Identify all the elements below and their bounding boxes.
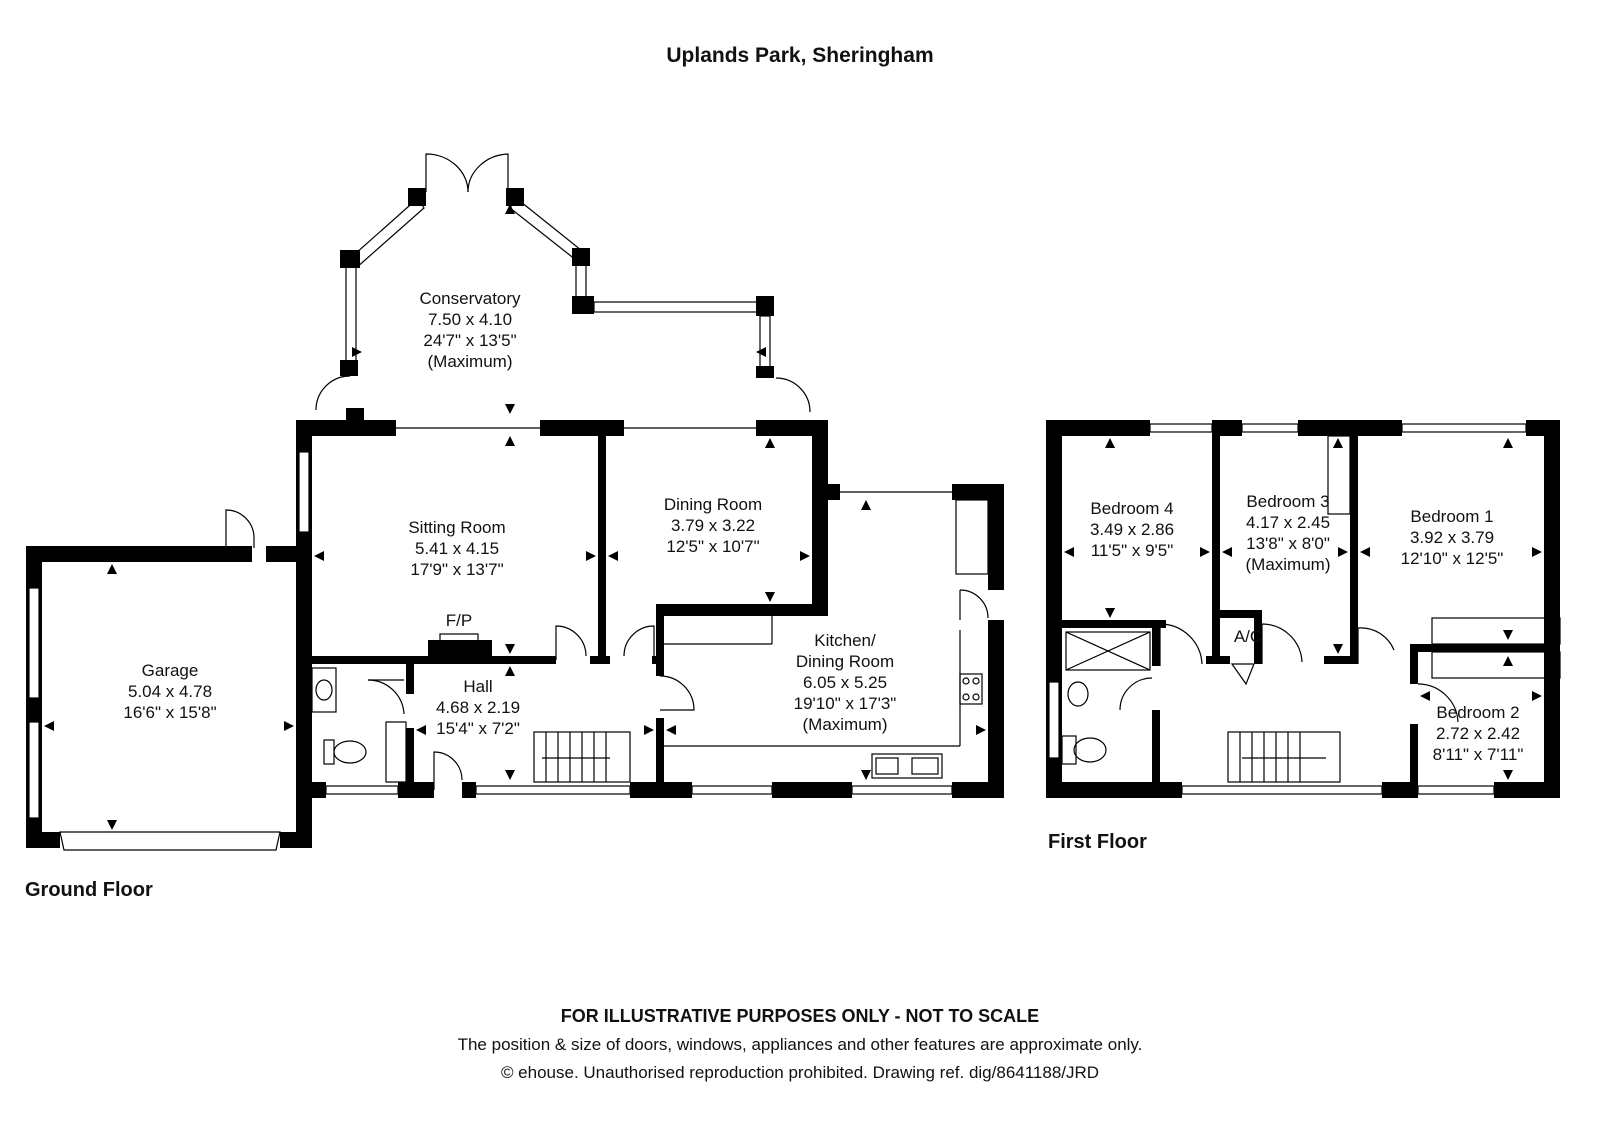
conservatory-walls (315, 153, 811, 422)
garage-imperial: 16'6" x 15'8" (123, 703, 216, 722)
ground-floor: Conservatory 7.50 x 4.10 24'7" x 13'5" (… (25, 153, 1004, 901)
dining-room-name: Dining Room (664, 495, 762, 514)
bedroom2-metric: 2.72 x 2.42 (1436, 724, 1520, 743)
first-floor-walls (1046, 420, 1561, 798)
ground-internal-walls (311, 436, 989, 798)
bedroom1-name: Bedroom 1 (1410, 507, 1493, 526)
sitting-room-metric: 5.41 x 4.15 (415, 539, 499, 558)
bedroom4-name: Bedroom 4 (1090, 499, 1173, 518)
bedroom2-imperial: 8'11" x 7'11" (1433, 745, 1524, 764)
hall-metric: 4.68 x 2.19 (436, 698, 520, 717)
bedroom3-metric: 4.17 x 2.45 (1246, 513, 1330, 532)
bedroom3-imperial: 13'8" x 8'0" (1246, 534, 1330, 553)
bedroom1-metric: 3.92 x 3.79 (1410, 528, 1494, 547)
bedroom3-note: (Maximum) (1246, 555, 1331, 574)
airing-cupboard-label: A/C (1234, 627, 1262, 646)
garage-name: Garage (142, 661, 199, 680)
bedroom1-imperial: 12'10" x 12'5" (1401, 549, 1504, 568)
kitchen-name-line1: Kitchen/ (814, 631, 876, 650)
ground-house-walls (296, 420, 1004, 820)
garage-walls (26, 509, 312, 851)
conservatory-imperial: 24'7" x 13'5" (423, 331, 516, 350)
conservatory-note: (Maximum) (428, 352, 513, 371)
disclaimer-heading: FOR ILLUSTRATIVE PURPOSES ONLY - NOT TO … (561, 1006, 1039, 1026)
fireplace-label: F/P (446, 611, 472, 630)
first-floor-label: First Floor (1048, 831, 1147, 853)
bedroom3-name: Bedroom 3 (1246, 492, 1329, 511)
hall-imperial: 15'4" x 7'2" (436, 719, 520, 738)
sitting-room-name: Sitting Room (408, 518, 505, 537)
dining-room-metric: 3.79 x 3.22 (671, 516, 755, 535)
kitchen-metric: 6.05 x 5.25 (803, 673, 887, 692)
kitchen-name-line2: Dining Room (796, 652, 894, 671)
bedroom2-name: Bedroom 2 (1436, 703, 1519, 722)
garage-metric: 5.04 x 4.78 (128, 682, 212, 701)
bedroom4-metric: 3.49 x 2.86 (1090, 520, 1174, 539)
plan-title: Uplands Park, Sheringham (666, 44, 933, 67)
conservatory-name: Conservatory (419, 289, 521, 308)
footer: FOR ILLUSTRATIVE PURPOSES ONLY - NOT TO … (458, 1006, 1143, 1082)
conservatory-metric: 7.50 x 4.10 (428, 310, 512, 329)
first-dimension-arrows (1064, 438, 1542, 780)
kitchen-imperial: 19'10" x 17'3" (794, 694, 897, 713)
ground-floor-label: Ground Floor (25, 879, 153, 901)
disclaimer-note: The position & size of doors, windows, a… (458, 1035, 1143, 1054)
ground-dimension-arrows (44, 204, 986, 830)
bedroom4-imperial: 11'5" x 9'5" (1091, 541, 1174, 560)
first-floor: Bedroom 4 3.49 x 2.86 11'5" x 9'5" Bedro… (1046, 420, 1561, 853)
dining-room-imperial: 12'5" x 10'7" (666, 537, 759, 556)
kitchen-note: (Maximum) (803, 715, 888, 734)
hall-name: Hall (463, 677, 492, 696)
sitting-room-imperial: 17'9" x 13'7" (410, 560, 503, 579)
copyright-line: © ehouse. Unauthorised reproduction proh… (501, 1063, 1099, 1082)
